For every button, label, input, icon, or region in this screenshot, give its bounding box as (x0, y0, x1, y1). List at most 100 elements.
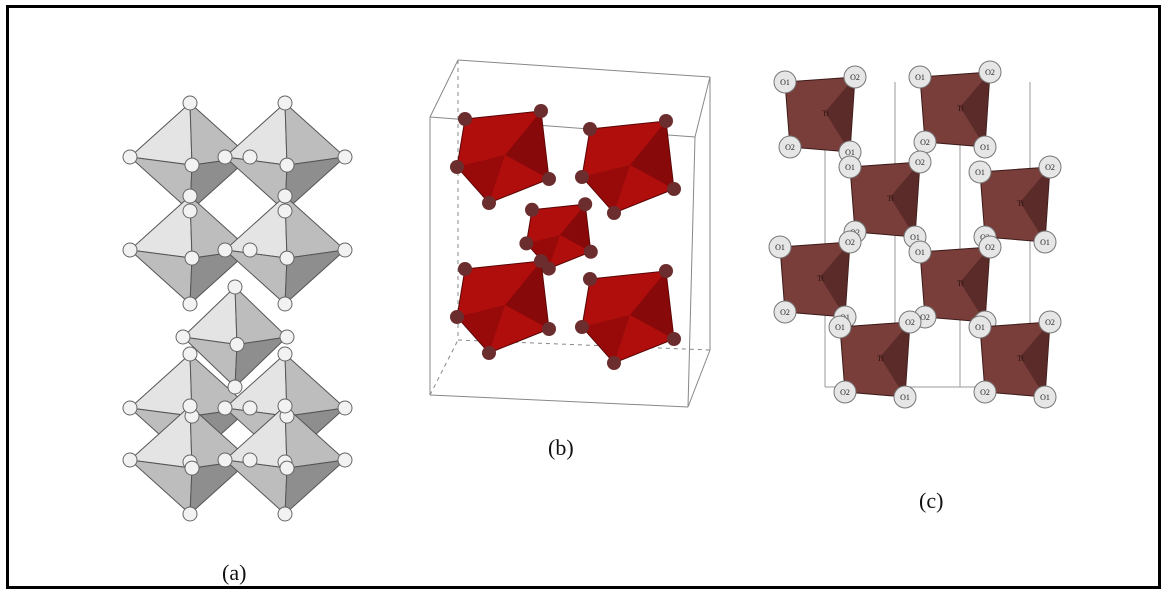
oxygen-atom (122, 149, 138, 165)
oxygen-atom: O2 (1038, 310, 1062, 334)
oxygen-atom (217, 149, 233, 165)
oxygen-label: O1 (835, 323, 845, 332)
atom (482, 346, 496, 360)
titanium-label: Ti (887, 194, 895, 203)
oxygen-label: O1 (1040, 238, 1050, 247)
atom (525, 202, 539, 217)
atom (458, 262, 472, 276)
oxygen-atom (184, 460, 200, 476)
oxygen-atom (279, 250, 295, 266)
oxygen-label: O2 (980, 388, 990, 397)
atom (583, 272, 597, 286)
oxygen-label: O2 (845, 238, 855, 247)
oxygen-atom (242, 242, 258, 258)
oxygen-label: O2 (840, 388, 850, 397)
oxygen-atom: O1 (968, 315, 992, 339)
octahedron-5 (181, 285, 289, 389)
oxygen-atom (277, 203, 293, 219)
oxygen-atom: O2 (908, 150, 932, 174)
oxygen-atom (182, 95, 198, 111)
caption-b: (b) (548, 435, 574, 460)
oxygen-atom (182, 506, 198, 522)
oxygen-label: O2 (920, 313, 930, 322)
oxygen-label: O2 (850, 73, 860, 82)
oxygen-label: O1 (780, 78, 790, 87)
oxygen-atom (242, 149, 258, 165)
oxygen-atom (242, 452, 258, 468)
oxygen-label: O2 (985, 68, 995, 77)
oxygen-label: O2 (785, 143, 795, 152)
atom (542, 172, 556, 186)
atom (575, 320, 589, 334)
oxygen-label: O1 (975, 323, 985, 332)
oxygen-atom: O2 (1038, 155, 1062, 179)
oxygen-atom: O2 (778, 135, 802, 159)
oxygen-atom (217, 400, 233, 416)
panel-a-octahedra-diagram (122, 95, 353, 522)
oxygen-atom (337, 149, 353, 165)
oxygen-atom: O2 (833, 380, 857, 404)
oxygen-label: O1 (910, 233, 920, 242)
oxygen-atom (277, 188, 293, 204)
oxygen-atom (337, 242, 353, 258)
atom (519, 236, 534, 251)
titanium-label: Ti (957, 279, 965, 288)
oxygen-atom: O1 (973, 135, 997, 159)
oxygen-atom: O2 (838, 230, 862, 254)
oxygen-atom: O1 (828, 315, 852, 339)
red-octahedron-5 (575, 264, 681, 370)
oxygen-label: O1 (915, 248, 925, 257)
oxygen-atom (242, 400, 258, 416)
atom (659, 114, 673, 128)
octahedron-9 (223, 404, 347, 516)
atom (607, 356, 621, 370)
oxygen-atom (337, 452, 353, 468)
oxygen-atom (279, 460, 295, 476)
oxygen-atom (182, 188, 198, 204)
atom (607, 206, 621, 220)
oxygen-atom: O2 (913, 130, 937, 154)
atom (458, 112, 472, 126)
red-octahedron-1 (450, 104, 556, 210)
oxygen-atom (122, 242, 138, 258)
panel-c-labelled-structure-diagram: TiO1O2O1O2TiO1O2O1O2TiO1O2O1O2TiO1O2O1O2… (768, 60, 1062, 409)
oxygen-atom: O1 (1033, 385, 1057, 409)
caption-a: (a) (222, 560, 247, 585)
oxygen-label: O2 (905, 318, 915, 327)
red-octahedron-3 (519, 197, 598, 276)
titanium-label: Ti (822, 109, 830, 118)
oxygen-atom (175, 329, 191, 345)
oxygen-label: O2 (780, 308, 790, 317)
atom (450, 310, 464, 324)
oxygen-atom: O2 (973, 380, 997, 404)
oxygen-atom: O2 (898, 310, 922, 334)
oxygen-atom (337, 400, 353, 416)
oxygen-atom (217, 242, 233, 258)
oxygen-atom (277, 95, 293, 111)
titanium-label: Ti (957, 104, 965, 113)
atom (578, 197, 593, 212)
oxygen-atom: O1 (768, 235, 792, 259)
oxygen-label: O1 (980, 143, 990, 152)
atom (534, 104, 548, 118)
oxygen-atom (182, 296, 198, 312)
atom (450, 160, 464, 174)
oxygen-atom (122, 452, 138, 468)
oxygen-atom: O2 (978, 235, 1002, 259)
oxygen-label: O1 (915, 73, 925, 82)
atom (542, 322, 556, 336)
oxygen-label: O1 (845, 148, 855, 157)
panel-b-unit-cell-diagram (429, 59, 711, 408)
oxygen-atom (277, 296, 293, 312)
oxygen-label: O1 (900, 393, 910, 402)
oxygen-atom: O2 (978, 60, 1002, 84)
oxygen-atom (277, 506, 293, 522)
red-octahedron-2 (575, 114, 681, 220)
oxygen-atom (182, 346, 198, 362)
titanium-label: Ti (1017, 354, 1025, 363)
atom (659, 264, 673, 278)
